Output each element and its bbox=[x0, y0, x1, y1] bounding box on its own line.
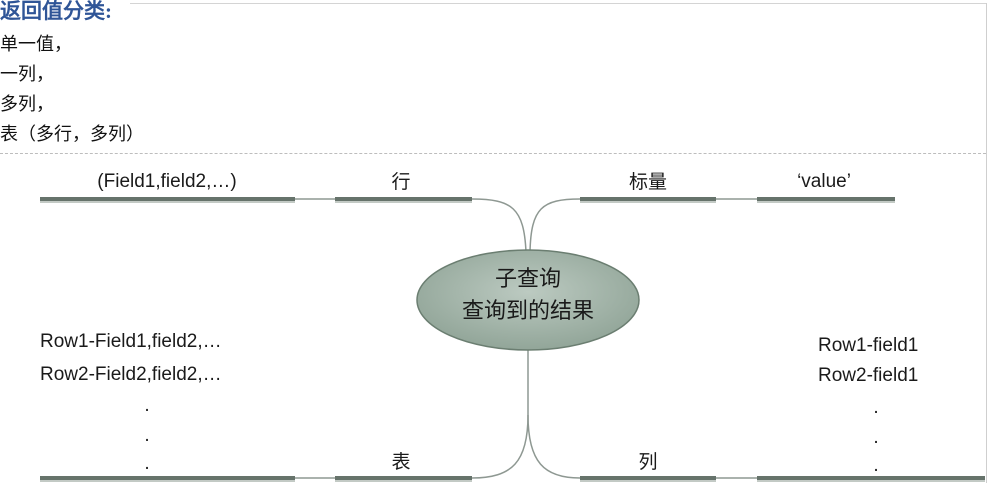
return-type-list: 单一值， 一列， 多列， 表（多行，多列） bbox=[0, 29, 144, 149]
frame-right-border bbox=[986, 3, 987, 483]
list-item: 一列， bbox=[0, 64, 54, 84]
row-branch-label: 行 bbox=[391, 171, 410, 193]
table-leaf-bar bbox=[40, 476, 295, 480]
table-continuation-dot: . bbox=[144, 395, 149, 416]
column-row-text: Row1-field1 bbox=[818, 335, 918, 356]
column-branch-label: 列 bbox=[638, 451, 657, 473]
column-branch: 列 Row1-field1 Row2-field1 . . . bbox=[580, 335, 985, 482]
column-branch-bar-shadow bbox=[580, 480, 716, 482]
column-branch-bar bbox=[580, 476, 716, 480]
row-branch-curve bbox=[471, 198, 527, 253]
column-leaf-bar bbox=[757, 476, 985, 480]
scalar-branch-bar bbox=[580, 197, 716, 201]
list-item: 表（多行，多列） bbox=[0, 124, 144, 144]
table-continuation-dot: . bbox=[144, 425, 149, 446]
table-branch: 表 Row1-Field1,field2,… Row2-Field2,field… bbox=[40, 331, 472, 482]
row-branch-bar bbox=[335, 197, 472, 201]
scalar-branch-bar-shadow bbox=[580, 201, 716, 203]
column-branch-curve bbox=[527, 414, 581, 479]
table-row-text: Row2-Field2,field2,… bbox=[40, 364, 222, 385]
dashed-divider bbox=[0, 153, 986, 154]
scalar-leaf-bar bbox=[757, 197, 895, 201]
center-node-ellipse bbox=[416, 249, 640, 351]
column-continuation-dot: . bbox=[873, 427, 878, 448]
table-branch-bar bbox=[335, 476, 472, 480]
scalar-leaf-label: ‘value’ bbox=[797, 171, 851, 192]
row-leaf-label: (Field1,field2,…) bbox=[97, 171, 236, 192]
list-item: 单一值， bbox=[0, 34, 72, 54]
row-leaf-bar-shadow bbox=[40, 201, 295, 203]
table-branch-label: 表 bbox=[391, 451, 410, 473]
center-node: 子查询 查询到的结果 bbox=[416, 249, 640, 351]
column-row-text: Row2-field1 bbox=[818, 365, 918, 386]
scalar-branch: 标量 ‘value’ bbox=[529, 171, 895, 253]
section-heading: 返回值分类: bbox=[0, 0, 112, 23]
column-continuation-dot: . bbox=[873, 397, 878, 418]
row-leaf-bar bbox=[40, 197, 295, 201]
frame-top-border bbox=[130, 3, 986, 4]
row-branch-bar-shadow bbox=[335, 201, 472, 203]
table-row-text: Row1-Field1,field2,… bbox=[40, 331, 222, 352]
table-branch-bar-shadow bbox=[335, 480, 472, 482]
column-continuation-dot: . bbox=[873, 455, 878, 476]
center-node-subtitle: 查询到的结果 bbox=[462, 298, 594, 323]
scalar-branch-label: 标量 bbox=[629, 171, 667, 193]
scalar-leaf-bar-shadow bbox=[757, 201, 895, 203]
center-node-title: 子查询 bbox=[495, 266, 561, 291]
scalar-branch-curve bbox=[529, 198, 581, 253]
table-branch-curve bbox=[471, 414, 529, 479]
table-continuation-dot: . bbox=[144, 453, 149, 474]
row-branch: (Field1,field2,…) 行 bbox=[40, 171, 527, 253]
table-leaf-bar-shadow bbox=[40, 480, 295, 482]
column-leaf-bar-shadow bbox=[757, 480, 985, 482]
list-item: 多列， bbox=[0, 94, 54, 114]
